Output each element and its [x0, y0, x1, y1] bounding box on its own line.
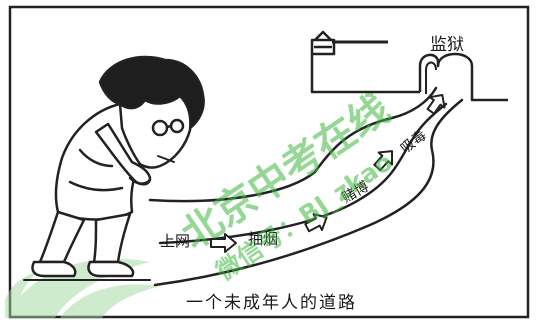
cigarette [157, 155, 175, 163]
watermark-logo [5, 258, 160, 318]
boy-leg-right [92, 212, 132, 264]
boy-arm [94, 122, 152, 186]
label-smoking: 抽烟 [248, 230, 279, 248]
arrow-3 [373, 150, 394, 172]
road-right-edge [153, 98, 464, 287]
boy-torso [54, 102, 142, 221]
boy-figure [23, 55, 205, 281]
prison-building [310, 30, 508, 102]
road-left-edge [148, 86, 438, 203]
prison-tower [310, 38, 336, 56]
label-internet: 上网 [160, 232, 191, 250]
road [148, 86, 464, 287]
boy-shoe-right [87, 260, 135, 278]
cartoon-frame [8, 5, 530, 319]
boy-shoe-left [31, 260, 77, 278]
boy-leg-left [38, 210, 86, 264]
road-center-line [158, 102, 448, 245]
arrow-2 [304, 213, 328, 233]
arrow-4 [426, 93, 446, 115]
prison-tower-roof [314, 30, 332, 41]
road-arrows [210, 93, 446, 253]
caption: 一个未成年人的道路 [186, 293, 357, 313]
prison-gate [418, 52, 508, 102]
arrow-1 [210, 233, 237, 253]
prison-wall [310, 54, 420, 94]
label-prison: 监狱 [430, 35, 464, 55]
